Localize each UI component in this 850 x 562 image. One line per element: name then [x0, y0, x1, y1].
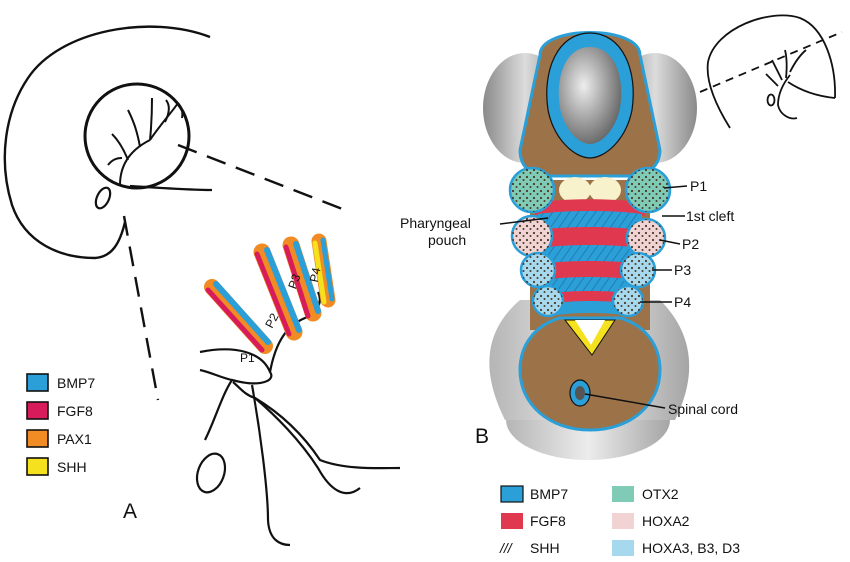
label-pharyngeal: Pharyngeal: [400, 215, 471, 231]
arch-p2-left: [510, 214, 554, 258]
svg-text:OTX2: OTX2: [642, 486, 679, 502]
svg-text:FGF8: FGF8: [57, 403, 93, 419]
brain-vesicle: [558, 47, 622, 144]
legend-a-item-bmp7: BMP7: [26, 373, 95, 392]
legend-b-item-otx2: OTX2: [612, 486, 679, 502]
otx2-bulge: [559, 177, 591, 203]
legend-a: BMP7 FGF8 PAX1 SHH: [26, 373, 95, 476]
legend-b-item-shh: /// SHH: [499, 540, 560, 556]
arch-p2-bar: [253, 243, 303, 341]
arch-p1-left: [508, 166, 556, 214]
notochord-core: [575, 320, 605, 345]
panel-a: P1 P2 P3 P4 A: [3, 25, 401, 547]
arch-label-p3: P3: [285, 272, 303, 291]
arch-p1-right: [624, 166, 672, 214]
leader-lines: [499, 185, 688, 409]
arch-p3-left: [519, 251, 557, 289]
spinal-cord-lumen: [575, 386, 585, 400]
svg-text:FGF8: FGF8: [530, 513, 566, 529]
arch-p3-right: [619, 251, 657, 289]
legend-b-item-hoxa2: HOXA2: [612, 513, 690, 529]
legend-b-item-fgf8: FGF8: [501, 513, 566, 529]
svg-text:BMP7: BMP7: [57, 375, 95, 391]
orientation-inset: [699, 14, 843, 129]
arch-p4-left: [531, 284, 565, 318]
endoderm-stripes: [535, 199, 645, 316]
legend-b-item-hoxa3: HOXA3, B3, D3: [612, 540, 740, 556]
arch-p4-right: [611, 284, 645, 318]
embryo-outline: [3, 25, 211, 260]
zoom-line: [122, 215, 160, 401]
label-p3: P3: [674, 262, 691, 278]
label-p1: P1: [690, 178, 707, 194]
arch-label-p2: P2: [262, 311, 281, 331]
label-p2: P2: [682, 236, 699, 252]
arch-label-p1: P1: [240, 351, 255, 365]
svg-text:BMP7: BMP7: [530, 486, 568, 502]
panel-a-letter: A: [123, 500, 137, 523]
zoom-circle: [83, 82, 191, 190]
panel-b-letter: B: [475, 425, 489, 448]
otx2-bulge: [589, 177, 621, 203]
legend-b: BMP7 FGF8 /// SHH OTX2 HOXA2 HOXA3, B3, …: [499, 485, 740, 556]
label-1st-cleft: 1st cleft: [686, 208, 734, 224]
panel-b: P1 1st cleft P2 P3 P4 Pharyngeal pouch S…: [400, 31, 738, 460]
zoom-line: [177, 143, 346, 212]
trunk-mesenchyme: [518, 316, 662, 432]
legend-a-item-shh: SHH: [26, 457, 87, 476]
legend-a-item-fgf8: FGF8: [26, 401, 93, 420]
svg-text:///: ///: [499, 540, 514, 556]
svg-text:HOXA3, B3, D3: HOXA3, B3, D3: [642, 540, 740, 556]
arch-p2-right: [625, 217, 667, 259]
arch-section-outline: [195, 291, 401, 547]
arch-label-p4: P4: [307, 266, 324, 284]
svg-text:PAX1: PAX1: [57, 431, 92, 447]
arch-p1-bar: [204, 279, 273, 354]
svg-text:HOXA2: HOXA2: [642, 513, 690, 529]
label-spinal-cord: Spinal cord: [668, 401, 738, 417]
arch-p3-bar: [282, 236, 322, 322]
legend-a-item-pax1: PAX1: [26, 429, 92, 448]
svg-text:SHH: SHH: [530, 540, 560, 556]
label-pouch: pouch: [428, 232, 466, 248]
arch-p4-bar: [311, 233, 336, 308]
circle-arch-branches: [107, 97, 184, 186]
legend-b-item-bmp7: BMP7: [500, 485, 568, 503]
svg-text:SHH: SHH: [57, 459, 87, 475]
label-p4: P4: [674, 294, 691, 310]
eye-outline: [94, 186, 112, 210]
